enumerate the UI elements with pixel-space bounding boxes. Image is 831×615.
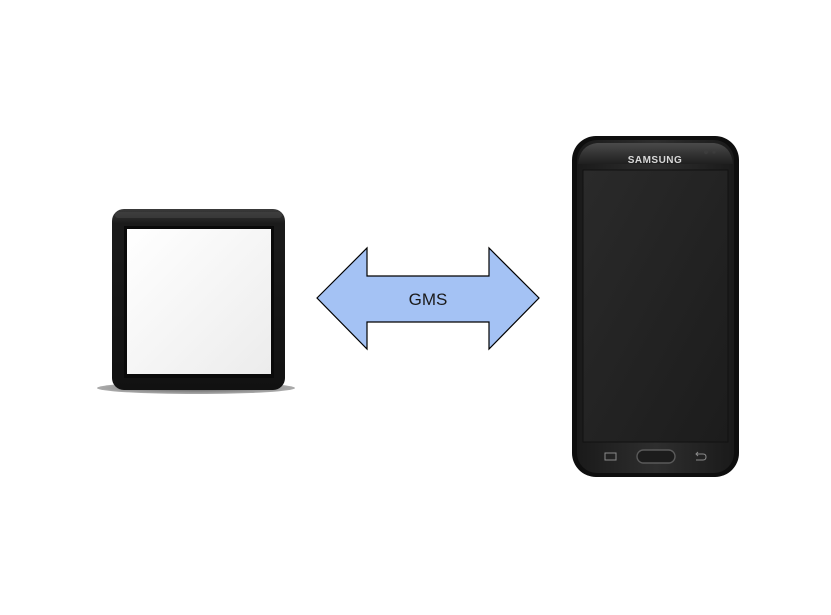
phone-brand-logo: SAMSUNG xyxy=(628,155,683,166)
back-icon xyxy=(695,451,707,461)
phone-camera-icon xyxy=(703,149,709,155)
smartwatch-icon xyxy=(97,209,295,394)
phone-sensor-icon xyxy=(712,150,716,154)
home-button-icon xyxy=(636,449,676,464)
recent-apps-icon xyxy=(604,452,617,461)
watch-screen xyxy=(127,229,271,374)
phone-screen xyxy=(583,170,728,442)
double-arrow-icon: GMS xyxy=(316,246,540,351)
smartphone-icon: SAMSUNG xyxy=(572,136,739,477)
connection-label: GMS xyxy=(409,290,448,309)
